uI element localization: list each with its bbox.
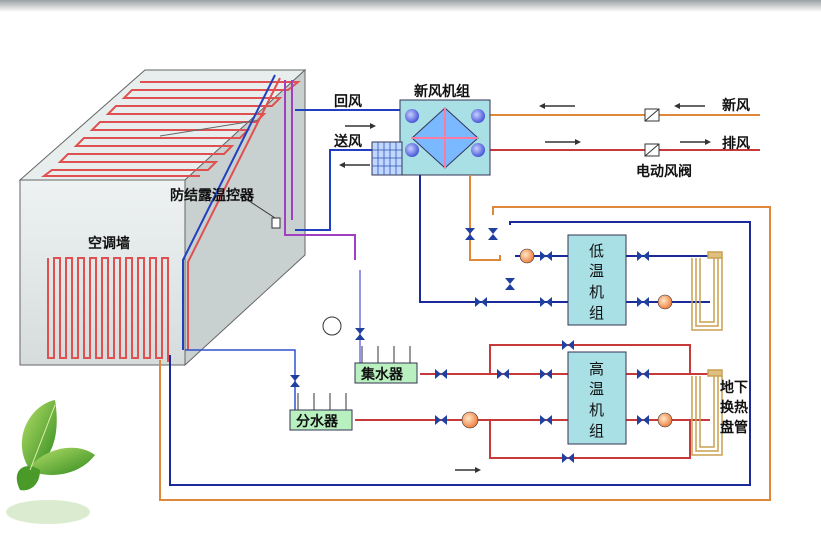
anti-condensation-label: 防结露温控器 — [170, 187, 255, 204]
distributor-manifold — [289, 393, 353, 431]
ceiling-pointer — [159, 119, 261, 137]
valves — [290, 228, 649, 463]
return-air-label: 回风 — [334, 94, 362, 110]
pump-1 — [519, 248, 535, 264]
supply-air-label: 送风 — [333, 133, 362, 150]
ground-exchanger-line-3: 盘管 — [720, 419, 748, 436]
high-temp-char-1: 高 — [589, 360, 604, 378]
ground-exchanger-lower — [691, 369, 723, 456]
ground-exchanger-line-1: 地下 — [720, 379, 748, 396]
collector-label: 集水器 — [360, 366, 404, 383]
leaf-decoration — [6, 400, 95, 524]
high-temp-unit — [567, 351, 627, 445]
low-temp-char-4: 组 — [589, 304, 604, 322]
fan-1 — [405, 109, 419, 123]
damper-fresh — [644, 108, 660, 122]
motorized-damper-label: 电动风阀 — [636, 163, 692, 180]
high-temp-char-3: 机 — [589, 401, 604, 419]
ground-exchanger-line-2: 换热 — [720, 399, 748, 416]
building-risers — [182, 74, 356, 350]
ac-wall-label: 空调墙 — [88, 235, 130, 252]
low-temp-char-1: 低 — [589, 242, 604, 260]
wall-coil — [47, 257, 169, 362]
fan-2 — [471, 109, 485, 123]
low-temp-unit — [567, 234, 627, 326]
fresh-air-unit-label: 新风机组 — [414, 83, 470, 100]
ground-exchanger-upper — [691, 251, 723, 331]
fan-4 — [471, 143, 485, 157]
high-temp-char-2: 温 — [589, 380, 604, 398]
low-temp-char-3: 机 — [589, 283, 604, 301]
pump-4 — [657, 412, 673, 428]
gauge — [322, 316, 342, 336]
top-bar — [0, 0, 821, 12]
distributor-label: 分水器 — [296, 413, 339, 430]
ceiling-coil — [41, 81, 301, 177]
pump-2 — [657, 294, 673, 310]
low-temp-char-2: 温 — [589, 262, 604, 280]
fan-3 — [405, 143, 419, 157]
fresh-air-unit — [371, 99, 491, 176]
collector-manifold — [354, 346, 418, 384]
anti-condensation-sensor — [271, 217, 281, 229]
pump-3 — [461, 411, 479, 429]
air-ducts — [295, 109, 760, 231]
exhaust-air-label: 排风 — [722, 135, 750, 152]
damper-exhaust — [644, 143, 660, 157]
fresh-air-label: 新风 — [722, 97, 750, 114]
high-temp-char-4: 组 — [589, 422, 604, 440]
